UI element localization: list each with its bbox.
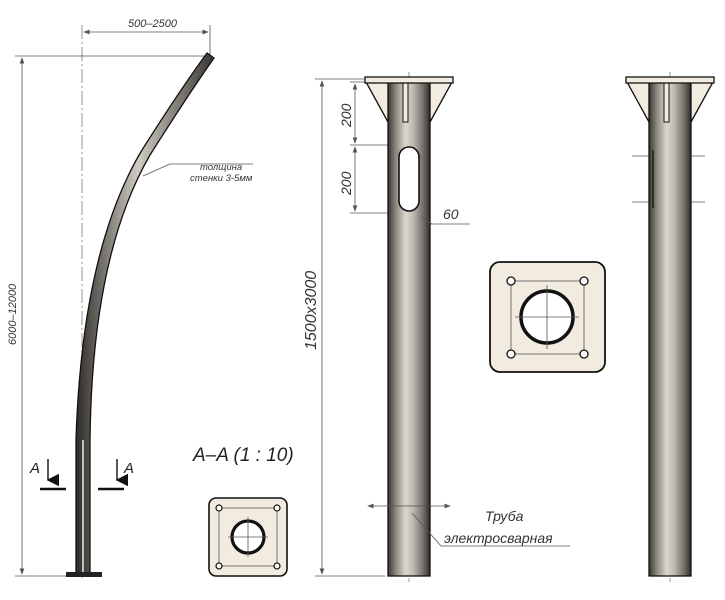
bolt-hole: [273, 504, 281, 512]
section-bolt-frame: [218, 507, 278, 567]
section-title: A–A (1 : 10): [192, 445, 294, 466]
dim-200-top: 200: [338, 103, 354, 128]
section-letter-left: A: [29, 460, 40, 477]
base-plate: [66, 572, 102, 577]
gusset-left: [364, 81, 389, 123]
bolt-hole: [506, 276, 516, 286]
wall-leader: [142, 163, 171, 177]
flange-plan-view: [489, 261, 606, 373]
height-dimension: 6000–12000: [7, 283, 19, 345]
dim60-leader: [420, 216, 433, 225]
side-gusset-right: [690, 81, 715, 123]
wall-thickness-label-1: толщина: [200, 162, 242, 173]
section-a-a: A–A (1 : 10): [192, 445, 294, 577]
base-front-view: 1500x3000 200 200 60 Труба электросварна…: [303, 72, 570, 582]
tube-label-2: электросварная: [444, 530, 553, 546]
tube-label-1: Труба: [485, 508, 524, 524]
access-slot: [398, 146, 420, 212]
base-side-view: [625, 72, 715, 582]
bent-pipe: [75, 52, 215, 575]
bolt-hole: [579, 349, 589, 359]
tube-leader: [411, 512, 442, 547]
bolt-hole: [506, 349, 516, 359]
section-letter-right: A: [123, 460, 134, 477]
length-dimension: 1500x3000: [303, 271, 320, 350]
dim-200-slot: 200: [338, 171, 354, 196]
side-gusset-front: [663, 81, 670, 123]
bolt-hole: [215, 504, 223, 512]
dim-60: 60: [443, 206, 459, 222]
side-pipe: [648, 81, 692, 577]
bolt-hole: [579, 276, 589, 286]
gusset-front: [402, 81, 409, 123]
wall-thickness-label-2: стенки 3-5мм: [190, 173, 253, 184]
bolt-hole: [215, 562, 223, 570]
offset-dimension: 500–2500: [128, 18, 178, 30]
flange-plate: [364, 76, 454, 84]
gusset-right: [429, 81, 454, 123]
flange-bolt-frame: [510, 280, 585, 355]
bolt-hole: [273, 562, 281, 570]
side-flange-plate: [625, 76, 715, 84]
side-gusset-left: [625, 81, 650, 123]
bent-pole-view: 500–2500 6000–12000 толщина стенки 3-5мм…: [7, 18, 253, 578]
